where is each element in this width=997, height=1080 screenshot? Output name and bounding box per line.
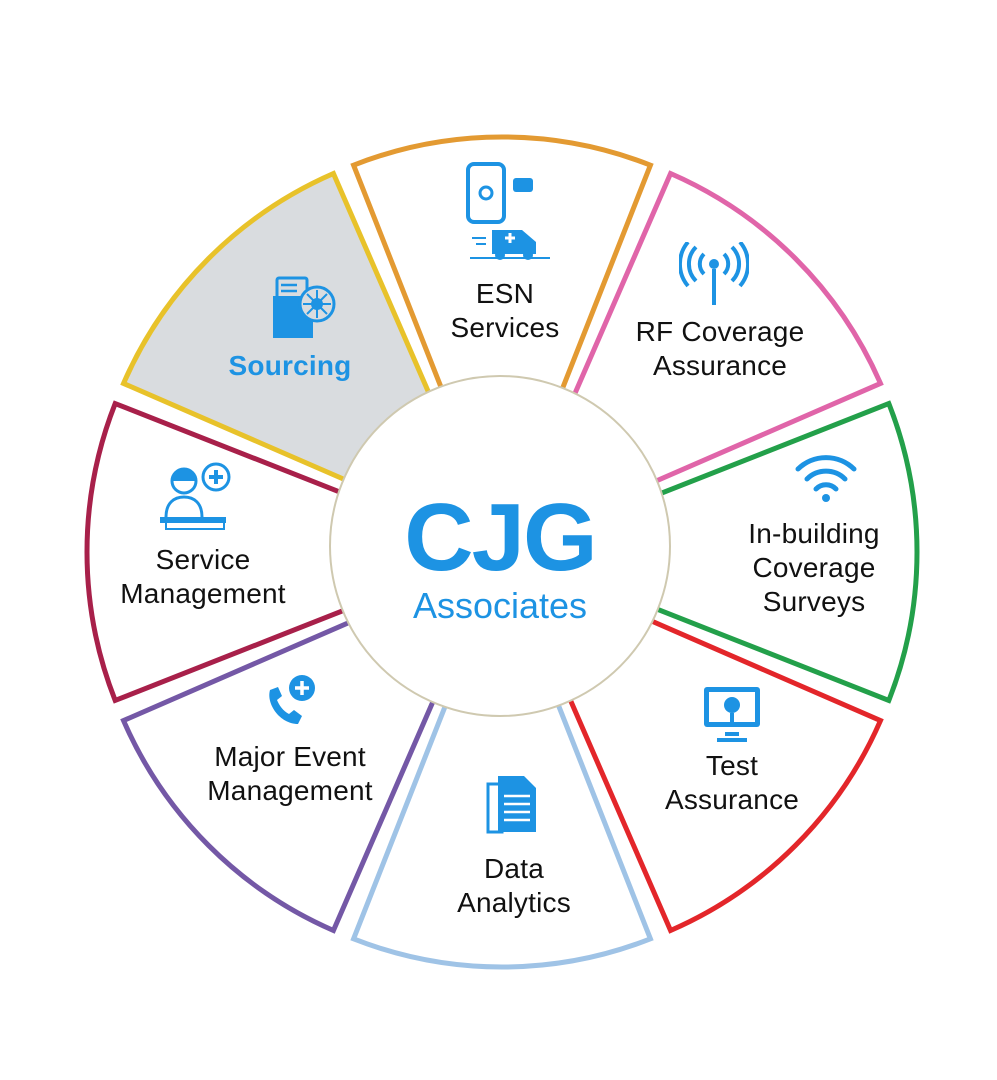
- support-agent-icon: [160, 462, 231, 530]
- logo-subtitle: Associates: [412, 585, 588, 626]
- segment-label-line: Sourcing: [228, 350, 352, 381]
- segment-label-line: Test: [705, 750, 759, 781]
- segment-label-line: Analytics: [457, 887, 571, 918]
- document-icon: [486, 776, 536, 834]
- antenna-signal-icon: [679, 242, 749, 305]
- segment-label-line: Assurance: [652, 350, 788, 381]
- segment-esn-services: [350, 134, 654, 489]
- segment-label-line: In-building: [748, 518, 880, 549]
- phone-ambulance-icon: [466, 162, 550, 260]
- segment-label-line: Surveys: [762, 586, 866, 617]
- phone-plus-icon: [269, 675, 315, 724]
- monitor-search-icon: [704, 687, 760, 742]
- segment-label-line: Management: [120, 578, 286, 609]
- center-circle: [329, 375, 671, 717]
- segment-label-line: Services: [450, 312, 560, 343]
- segment-label-line: ESN: [475, 278, 535, 309]
- folder-network-icon: [273, 276, 336, 338]
- segment-label: Sourcing: [229, 349, 352, 383]
- segment-label-line: RF Coverage: [635, 316, 805, 347]
- cjg-associates-logo: CJG Associates: [404, 484, 597, 626]
- segment-label-line: Assurance: [664, 784, 800, 815]
- wifi-icon: [795, 455, 857, 502]
- segment-test-assurance: [530, 580, 884, 934]
- logo-title: CJG: [404, 484, 597, 591]
- segment-label-line: Coverage: [752, 552, 876, 583]
- segment-label-line: Service: [155, 544, 251, 575]
- segment-in-building-coverage-surveys: [565, 400, 920, 704]
- segment-label-line: Data: [484, 853, 544, 884]
- segment-label-line: Management: [207, 775, 373, 806]
- segment-label-line: Major Event: [214, 741, 366, 772]
